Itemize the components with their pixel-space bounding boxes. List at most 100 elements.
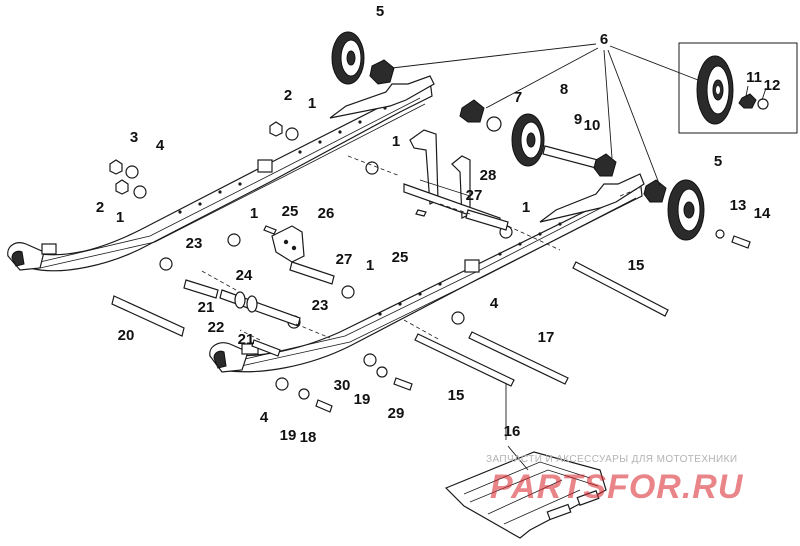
washer-1e	[227, 233, 241, 247]
bracket-top	[369, 59, 395, 85]
washer-7	[486, 116, 502, 132]
shaft-20	[111, 295, 185, 337]
callout-25: 25	[392, 249, 409, 266]
pin-25b	[415, 209, 427, 217]
callout-10: 10	[584, 117, 601, 134]
washer-19a	[376, 366, 388, 378]
rod-15b	[414, 333, 515, 387]
callout-15: 15	[448, 387, 465, 404]
callout-4: 4	[490, 295, 499, 312]
callout-16: 16	[504, 423, 521, 440]
shaft-24	[219, 289, 301, 327]
scissor-link	[271, 225, 305, 263]
idler-wheel-right	[667, 179, 705, 241]
rod-17	[468, 331, 569, 385]
callout-15: 15	[628, 257, 645, 274]
axle-9-10	[542, 145, 599, 169]
callout-1: 1	[366, 257, 374, 274]
nut-2a	[269, 121, 283, 137]
bolt-29	[393, 377, 413, 391]
callout-6: 6	[600, 31, 608, 48]
rail-right	[209, 173, 645, 373]
callout-27: 27	[336, 251, 353, 268]
watermark-logo: PARTSFOR.RU	[490, 468, 744, 506]
washer-1c	[365, 161, 379, 175]
callout-25: 25	[282, 203, 299, 220]
nut-3	[109, 159, 123, 175]
skid-frame	[444, 451, 607, 539]
callout-12: 12	[764, 77, 781, 94]
bushing-22	[234, 291, 246, 309]
shaft-21b	[251, 339, 281, 357]
callout-30: 30	[334, 377, 351, 394]
center-lines	[199, 155, 641, 341]
callout-4: 4	[260, 409, 269, 426]
idler-wheel-center	[511, 113, 545, 167]
callout-14: 14	[754, 205, 771, 222]
washer-19b	[298, 388, 310, 400]
bolt-18	[315, 399, 333, 413]
callout-21: 21	[198, 299, 215, 316]
inset-box	[678, 42, 798, 134]
callout-19: 19	[354, 391, 371, 408]
callout-18: 18	[300, 429, 317, 446]
shaft-27b	[289, 261, 335, 285]
callout-11: 11	[746, 69, 762, 86]
callout-17: 17	[538, 329, 555, 346]
callout-5: 5	[376, 3, 384, 20]
callout-26: 26	[318, 205, 335, 222]
bracket-center-right	[593, 153, 617, 177]
inset-washer	[757, 98, 769, 110]
washer-4c	[275, 377, 289, 391]
washer-1b	[133, 185, 147, 199]
nut-2b	[115, 179, 129, 195]
callout-2: 2	[284, 87, 292, 104]
rail-left	[7, 75, 435, 272]
inset-nut	[738, 93, 757, 109]
watermark-tagline: ЗАПЧАСТИ И АКСЕССУАРЫ ДЛЯ МОТОТЕХНИКИ	[486, 454, 737, 465]
washer-4a	[125, 165, 139, 179]
callout-21: 21	[238, 331, 255, 348]
callout-1: 1	[308, 95, 316, 112]
bracket-center-left	[459, 99, 485, 123]
callout-23: 23	[186, 235, 203, 252]
callout-2: 2	[96, 199, 104, 216]
callout-5: 5	[714, 153, 722, 170]
leader-lines	[391, 43, 767, 471]
idler-wheel-top	[331, 31, 365, 85]
callout-1: 1	[250, 205, 258, 222]
callout-4: 4	[156, 137, 165, 154]
washer-4b	[451, 311, 465, 325]
washer-30	[363, 353, 377, 367]
bracket-right	[643, 179, 667, 203]
callout-23: 23	[312, 297, 329, 314]
callout-19: 19	[280, 427, 297, 444]
inset-idler-wheel	[696, 55, 734, 125]
callout-28: 28	[480, 167, 497, 184]
callout-24: 24	[236, 267, 253, 284]
bolt-14	[731, 235, 751, 249]
callout-27: 27	[466, 187, 483, 204]
callout-13: 13	[730, 197, 747, 214]
callout-3: 3	[130, 129, 138, 146]
callout-1: 1	[116, 209, 124, 226]
callout-1: 1	[522, 199, 530, 216]
washer-1f	[341, 285, 355, 299]
callout-8: 8	[560, 81, 568, 98]
callout-22: 22	[208, 319, 225, 336]
callout-29: 29	[388, 405, 405, 422]
rod-15a	[572, 261, 669, 317]
callout-20: 20	[118, 327, 135, 344]
washer-23a	[159, 257, 173, 271]
callout-7: 7	[514, 89, 522, 106]
washer-1a	[285, 127, 299, 141]
shaft-27a	[465, 209, 509, 231]
pin-25a	[263, 225, 277, 235]
callout-1: 1	[392, 133, 400, 150]
bushing-22b	[246, 295, 258, 313]
callout-9: 9	[574, 111, 582, 128]
washer-13	[715, 229, 725, 239]
shaft-21a	[183, 279, 219, 299]
